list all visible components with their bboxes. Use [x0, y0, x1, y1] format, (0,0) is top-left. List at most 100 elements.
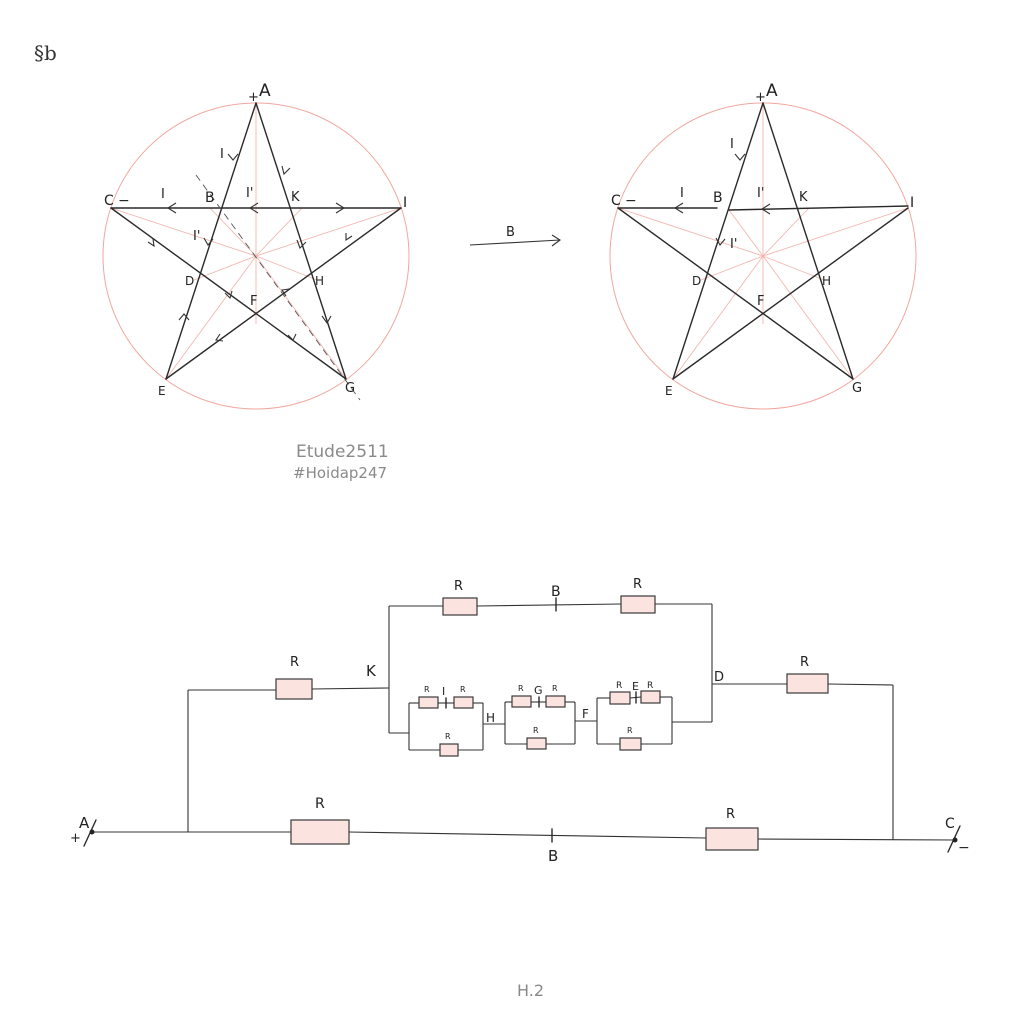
- right-current-i-top: I: [730, 137, 734, 152]
- left-point-b: B: [205, 190, 215, 206]
- left-current-i-top: I: [220, 147, 224, 162]
- edge-i-e: [672, 207, 909, 380]
- label-resistor-small-1: R: [424, 685, 430, 694]
- right-minus-sign: −: [625, 193, 637, 209]
- resistor-small-5: [545, 695, 566, 708]
- label-resistor-a-b: R: [315, 796, 325, 812]
- right-current-arrows: [673, 153, 771, 246]
- left-vertex-c: C: [104, 193, 114, 209]
- left-symmetry-axis: [195, 174, 361, 401]
- resistor-b-c: [705, 827, 759, 851]
- left-point-f: F: [250, 294, 257, 309]
- left-vertex-i: I: [403, 195, 407, 211]
- left-point-k: K: [291, 190, 300, 205]
- label-resistor-b-c: R: [726, 807, 735, 822]
- right-vertex-e: E: [665, 384, 673, 398]
- label-resistor-b-d: R: [633, 577, 642, 592]
- node-h-label: H: [486, 711, 495, 725]
- label-resistor-d-c: R: [800, 655, 809, 670]
- node-b-top-label: B: [551, 584, 561, 600]
- right-radial-guides: [617, 103, 909, 380]
- right-point-f: F: [757, 294, 764, 309]
- label-resistor-small-3: R: [445, 732, 451, 741]
- edge-a-g: [762, 102, 854, 380]
- left-point-d: D: [185, 274, 194, 288]
- right-current-i-prime-top: I': [757, 186, 764, 201]
- resistor-small-7: [609, 691, 631, 705]
- label-resistor-small-5: R: [552, 684, 558, 693]
- node-f-label: F: [582, 707, 589, 721]
- corner-note: §b: [34, 41, 57, 65]
- left-point-h: H: [315, 274, 324, 288]
- edge-c-g: [617, 207, 854, 380]
- edge-c-g: [110, 207, 347, 380]
- right-vertex-a: A: [766, 81, 778, 101]
- left-radial-guides: [110, 103, 402, 380]
- resistor-small-4: [511, 695, 532, 708]
- left-vertex-e: E: [158, 384, 166, 398]
- right-point-h: H: [822, 274, 831, 288]
- right-point-d: D: [692, 274, 701, 288]
- left-current-i-left: I: [161, 187, 165, 202]
- left-current-i-prime-left: I': [193, 229, 200, 244]
- right-point-b: B: [713, 190, 723, 206]
- right-current-i-prime-left: I': [730, 237, 737, 252]
- right-point-k: K: [799, 190, 808, 205]
- label-resistor-k-b: R: [454, 579, 463, 594]
- node-c-label: C: [945, 816, 955, 832]
- resistor-d-c: [786, 673, 829, 694]
- resistor-small-3: [439, 743, 459, 757]
- resistor-a-b: [290, 819, 350, 845]
- left-star-figure: + A C − I E G B K D H F I I I' I': [102, 81, 410, 410]
- resistor-small-1: [418, 696, 439, 709]
- label-resistor-small-7: R: [616, 681, 622, 691]
- resistor-small-9: [619, 737, 642, 751]
- right-plus-sign: +: [755, 90, 766, 105]
- left-minus-sign: −: [118, 193, 130, 209]
- node-a-label: A: [79, 814, 90, 832]
- figure-label: H.2: [517, 981, 544, 1000]
- label-resistor-small-6: R: [533, 726, 539, 735]
- right-vertex-g: G: [852, 381, 862, 396]
- resistor-b-d: [620, 595, 656, 614]
- equivalent-circuit: A + C − B B K D H F I G E R R R R R R R …: [70, 577, 970, 865]
- left-vertex-g: G: [345, 381, 355, 396]
- label-resistor-small-9: R: [627, 726, 633, 735]
- inner-node-g-label: G: [534, 684, 543, 697]
- transform-arrow: B: [469, 225, 561, 247]
- left-current-i-prime-top: I': [246, 186, 253, 201]
- left-vertex-a: A: [259, 81, 271, 101]
- resistor-small-8: [640, 690, 661, 704]
- node-b-bottom-label: B: [548, 847, 558, 865]
- terminal-c-dot: [952, 837, 958, 843]
- left-current-arrows: [147, 153, 353, 342]
- transform-arrow-label: B: [506, 225, 515, 240]
- label-resistor-small-4: R: [518, 684, 524, 693]
- circuit-node-marks: [83, 597, 961, 853]
- right-vertex-i: I: [910, 195, 914, 211]
- right-star-edges: [617, 102, 909, 380]
- resistor-a-k: [275, 678, 313, 700]
- node-c-minus: −: [958, 840, 970, 856]
- label-resistor-small-8: R: [647, 681, 653, 691]
- right-current-i-left: I: [680, 186, 684, 201]
- circuit-wires: [92, 603, 956, 841]
- label-resistor-a-k: R: [290, 655, 299, 670]
- node-d-label: D: [714, 670, 724, 685]
- inner-node-e-label: E: [632, 680, 639, 693]
- edge-b-i: [728, 205, 909, 211]
- node-k-label: K: [366, 662, 377, 680]
- right-vertex-c: C: [611, 193, 621, 209]
- edge-i-e: [165, 207, 402, 380]
- caption-line-2: #Hoidap247: [293, 464, 387, 482]
- resistor-small-2: [453, 696, 474, 709]
- left-star-edges: [110, 102, 402, 380]
- terminal-a-dot: [89, 829, 95, 835]
- inner-node-i-label: I: [442, 685, 445, 698]
- node-a-plus: +: [70, 831, 81, 846]
- right-star-figure: + A C − I E G B K D H F I I I' I': [609, 81, 917, 410]
- resistor-k-b: [442, 597, 478, 616]
- left-plus-sign: +: [248, 90, 259, 105]
- caption-line-1: Etude2511: [296, 442, 389, 462]
